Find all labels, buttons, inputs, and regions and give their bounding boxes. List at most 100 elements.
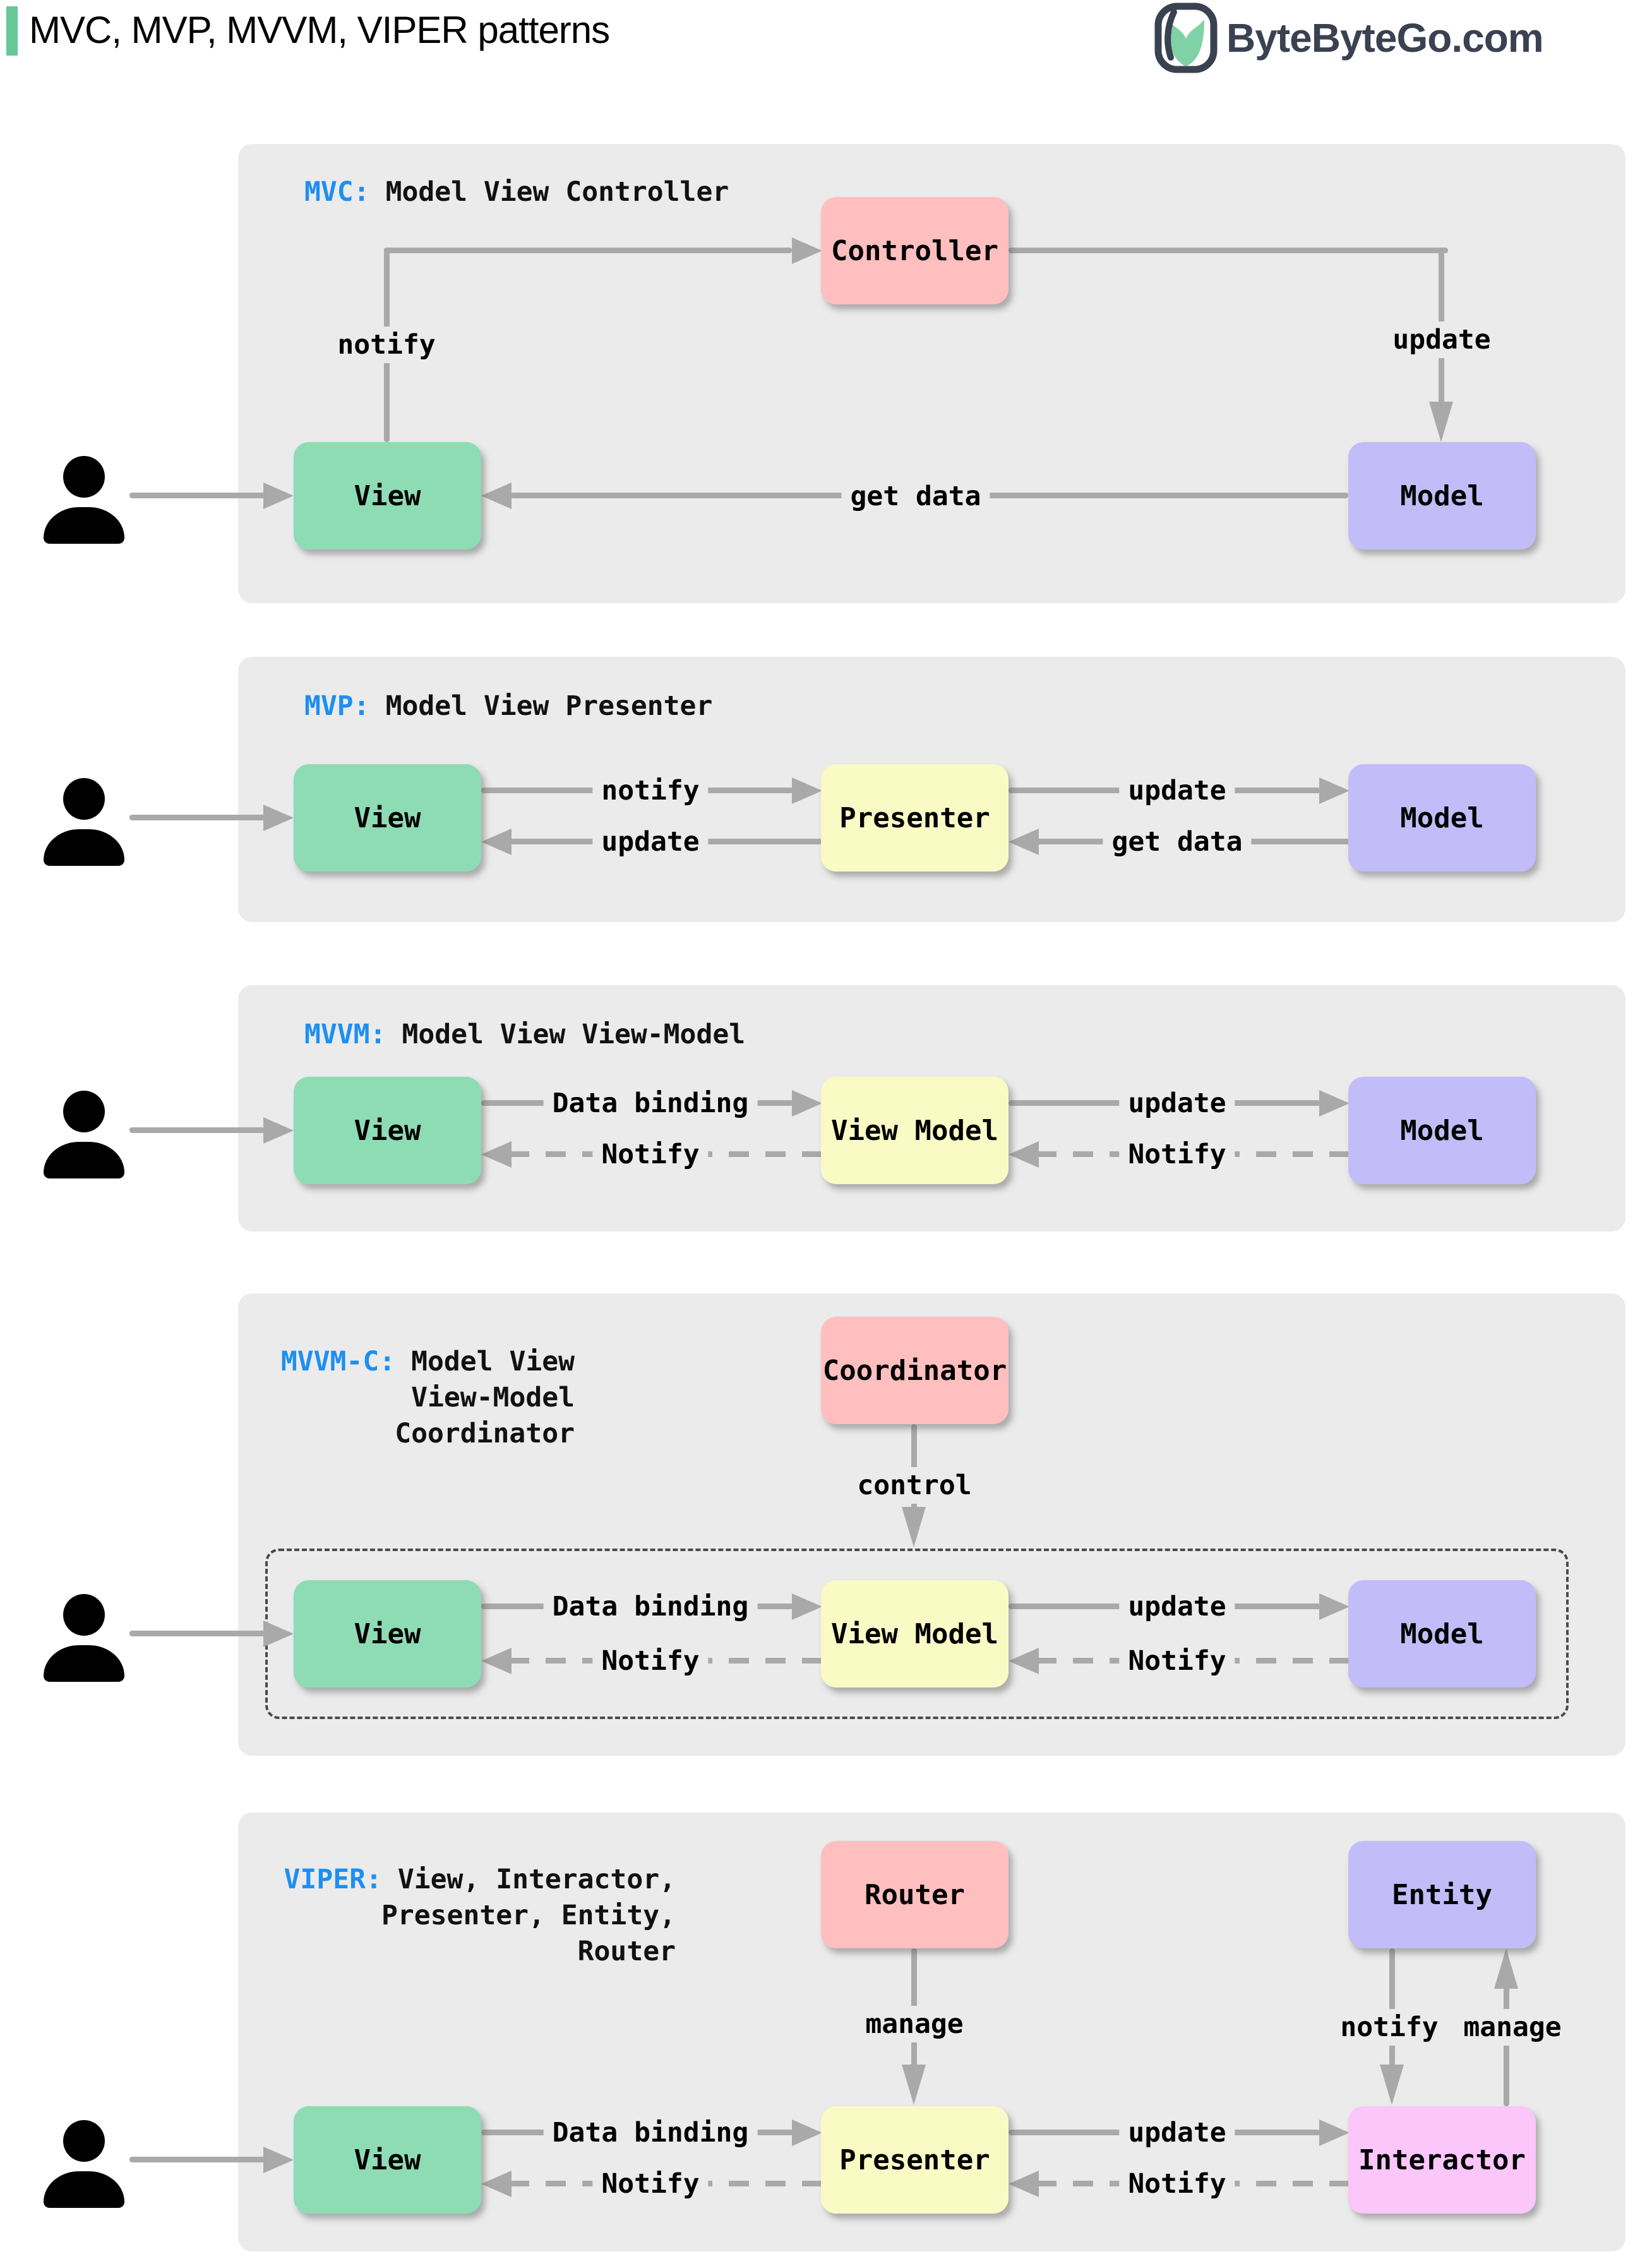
mvvmc-caption-abbr: MVVM-C: <box>280 1346 396 1377</box>
mvc-caption-abbr: MVC: <box>304 176 370 208</box>
viper-user-arrow <box>129 2157 266 2162</box>
viper-databinding-label: Data binding <box>543 2114 758 2151</box>
brand-logo: ByteByteGo.com <box>1154 3 1544 73</box>
viper-notify-entity-label: notify <box>1331 2009 1447 2046</box>
mvvm-user-arrow <box>129 1127 266 1133</box>
viper-manage-router-arrowhead <box>902 2065 926 2105</box>
user-icon <box>42 778 126 866</box>
viper-caption-desc-line1: View, Interactor, <box>397 1864 676 1895</box>
mvvm-notify-right-label: Notify <box>1119 1136 1235 1173</box>
mvvmc-user-arrowhead <box>263 1621 294 1647</box>
user-icon <box>42 456 126 544</box>
mvp-caption-abbr: MVP: <box>304 690 370 722</box>
viper-user-arrowhead <box>263 2147 294 2173</box>
mvvmc-databinding-label: Data binding <box>543 1588 758 1625</box>
mvc-update-arrowhead <box>1429 402 1453 442</box>
mvvm-caption-abbr: MVVM: <box>304 1019 386 1050</box>
viper-manage-entity-label: manage <box>1454 2009 1571 2046</box>
mvvmc-notify-left-arrowhead <box>481 1648 512 1674</box>
mvp-user-arrowhead <box>263 805 294 831</box>
viper-entity-box: Entity <box>1348 1841 1536 1948</box>
mvc-getdata-label: get data <box>841 478 990 515</box>
user-icon <box>42 1594 126 1682</box>
viper-databinding-arrowhead <box>792 2119 822 2146</box>
title-accent-bar <box>6 6 18 56</box>
viper-notify-entity-arrowhead <box>1380 2065 1404 2105</box>
mvvm-user-arrowhead <box>263 1117 294 1144</box>
mvp-user-arrow <box>129 815 266 820</box>
mvvmc-control-label: control <box>848 1467 981 1504</box>
brand-name: ByteByteGo.com <box>1226 15 1544 61</box>
mvp-getdata-arrowhead <box>1009 829 1039 855</box>
mvvmc-viewmodel-box: View Model <box>821 1580 1009 1688</box>
mvc-getdata-arrowhead <box>481 483 512 509</box>
mvvmc-user-arrow <box>129 1631 266 1636</box>
mvp-caption: MVP: Model View Presenter <box>304 688 712 724</box>
viper-manage-entity-arrow <box>1504 1985 1509 2106</box>
mvp-update-bottom-arrowhead <box>481 829 512 855</box>
mvvm-update-arrowhead <box>1319 1090 1350 1117</box>
mvc-update-label: update <box>1384 321 1500 358</box>
mvp-model-box: Model <box>1348 764 1536 872</box>
mvc-notify-label: notify <box>328 327 445 363</box>
mvc-update-arrow <box>1009 248 1448 253</box>
mvvmc-control-arrowhead <box>902 1507 926 1547</box>
mvvmc-caption-desc-line2: View-Model <box>411 1382 575 1413</box>
mvvmc-notify-right-arrowhead <box>1009 1648 1039 1674</box>
mvvm-notify-right-arrowhead <box>1009 1141 1039 1168</box>
mvp-notify-label: notify <box>592 772 709 809</box>
mvvmc-caption-desc-line3: Coordinator <box>395 1418 575 1449</box>
user-icon <box>42 1091 126 1179</box>
viper-notify-left-arrowhead <box>481 2171 512 2197</box>
mvp-notify-arrowhead <box>792 777 822 804</box>
viper-update-arrowhead <box>1319 2119 1350 2146</box>
mvvm-notify-left-label: Notify <box>592 1136 709 1173</box>
mvc-model-box: Model <box>1348 442 1536 549</box>
viper-notify-left-label: Notify <box>592 2166 709 2202</box>
mvc-caption-desc: Model View Controller <box>385 176 729 208</box>
mvvmc-view-box: View <box>294 1580 481 1688</box>
viper-caption: VIPER: View, Interactor, Presenter, Entit… <box>278 1862 676 1970</box>
mvvmc-update-label: update <box>1119 1588 1235 1625</box>
viper-router-box: Router <box>821 1841 1009 1948</box>
mvp-update-top-arrowhead <box>1319 777 1350 804</box>
mvvm-viewmodel-box: View Model <box>821 1077 1009 1184</box>
viper-caption-desc-line3: Router <box>577 1936 676 1967</box>
mvp-update-top-label: update <box>1119 772 1235 809</box>
viper-view-box: View <box>294 2106 481 2214</box>
mvvm-databinding-label: Data binding <box>543 1085 758 1122</box>
mvc-caption: MVC: Model View Controller <box>304 174 729 210</box>
mvp-caption-desc: Model View Presenter <box>385 690 713 722</box>
mvvmc-notify-right-label: Notify <box>1119 1643 1235 1679</box>
page-title: MVC, MVP, MVVM, VIPER patterns <box>29 9 610 51</box>
mvvmc-coordinator-box: Coordinator <box>821 1317 1009 1424</box>
viper-caption-abbr: VIPER: <box>284 1864 382 1895</box>
mvvmc-databinding-arrowhead <box>792 1593 822 1620</box>
user-icon <box>42 2120 126 2209</box>
bytebytego-owl-icon <box>1154 3 1218 73</box>
mvvm-update-label: update <box>1119 1085 1235 1122</box>
viper-manage-router-label: manage <box>856 2006 973 2042</box>
mvvmc-notify-left-label: Notify <box>592 1643 709 1679</box>
mvvm-view-box: View <box>294 1077 481 1184</box>
viper-notify-right-label: Notify <box>1119 2166 1235 2202</box>
viper-notify-right-arrowhead <box>1009 2171 1039 2197</box>
mvp-view-box: View <box>294 764 481 872</box>
viper-update-label: update <box>1119 2114 1235 2151</box>
mvc-user-arrow <box>129 493 266 498</box>
mvvmc-model-box: Model <box>1348 1580 1536 1688</box>
mvvmc-caption-desc-line1: Model View <box>411 1346 575 1377</box>
mvc-view-box: View <box>294 442 481 549</box>
viper-caption-desc-line2: Presenter, Entity, <box>381 1900 676 1931</box>
mvc-user-arrowhead <box>263 483 294 509</box>
viper-presenter-box: Presenter <box>821 2106 1009 2214</box>
viper-manage-entity-arrowhead <box>1494 1948 1518 1989</box>
mvvmc-update-arrowhead <box>1319 1593 1350 1620</box>
mvc-notify-arrowhead <box>792 237 822 264</box>
mvp-getdata-label: get data <box>1103 824 1252 860</box>
mvvm-model-box: Model <box>1348 1077 1536 1184</box>
viper-interactor-box: Interactor <box>1348 2106 1536 2214</box>
mvvm-databinding-arrowhead <box>792 1090 822 1117</box>
mvp-update-bottom-label: update <box>592 824 709 860</box>
